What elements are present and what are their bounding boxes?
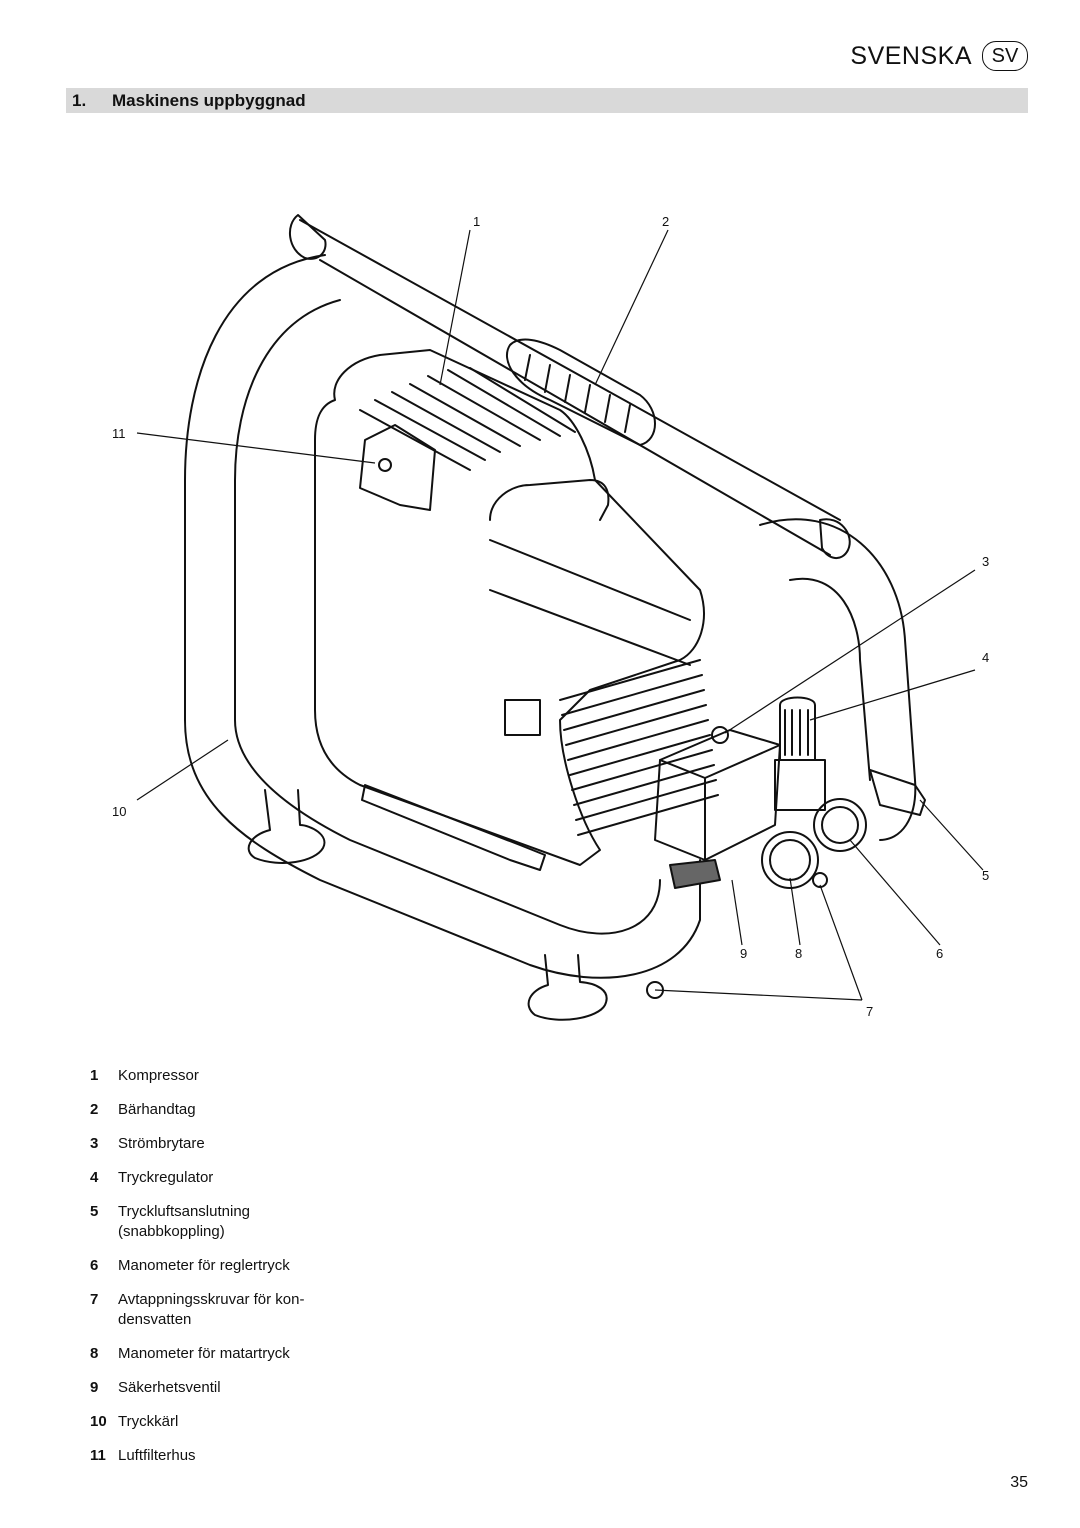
legend-item: 11 Luftfilterhus — [66, 1446, 386, 1466]
legend-item: 6 Manometer för reglertryck — [66, 1256, 386, 1276]
legend-item: 9 Säkerhetsventil — [66, 1378, 386, 1398]
legend-text: Manometer för matartryck — [118, 1345, 290, 1362]
callout-2: 2 — [662, 214, 669, 229]
language-indicator: SVENSKA SV — [850, 40, 1028, 72]
legend-number: 11 — [90, 1447, 106, 1464]
legend-text: Tryckkärl — [118, 1413, 179, 1430]
section-heading: 1. Maskinens uppbyggnad — [66, 88, 1028, 113]
legend-item: 4 Tryckregulator — [66, 1168, 386, 1188]
legend-item: 5 Tryckluftsanslutning (snabbkoppling) — [66, 1202, 386, 1242]
callout-4: 4 — [982, 650, 989, 665]
compressor-housing-icon — [314, 349, 705, 866]
section-title: Maskinens uppbyggnad — [112, 90, 306, 110]
legend-number: 5 — [90, 1203, 99, 1220]
carry-grip-icon — [505, 338, 656, 446]
callout-11: 11 — [112, 426, 126, 441]
legend-item: 1 Kompressor — [66, 1066, 386, 1086]
legend-item: 3 Strömbrytare — [66, 1134, 386, 1154]
legend-text: Strömbrytare — [118, 1135, 205, 1152]
quick-coupling-icon — [869, 769, 926, 816]
callout-7: 7 — [866, 1004, 873, 1019]
air-filter-housing-icon — [359, 424, 436, 511]
legend-number: 7 — [90, 1291, 99, 1308]
callout-3: 3 — [982, 554, 989, 569]
legend-text: Avtappningsskruvar för kon- densvatten — [118, 1291, 305, 1328]
frame-tube-icon — [184, 254, 701, 979]
callout-10: 10 — [112, 804, 126, 819]
legend-text: Manometer för reglertryck — [118, 1257, 290, 1274]
regulated-pressure-gauge-icon — [813, 798, 867, 852]
legend-number: 9 — [90, 1379, 99, 1396]
legend-number: 3 — [90, 1135, 99, 1152]
legend-text: Tryckregulator — [118, 1169, 214, 1186]
callout-8: 8 — [795, 946, 802, 961]
legend-number: 1 — [90, 1067, 99, 1084]
foot-right-icon — [527, 954, 608, 1021]
pressure-regulator-icon — [779, 696, 816, 761]
legend-text: Tryckluftsanslutning (snabbkoppling) — [118, 1203, 250, 1240]
legend-text: Kompressor — [118, 1067, 199, 1084]
legend-number: 4 — [90, 1169, 99, 1186]
language-label: SVENSKA — [850, 41, 972, 70]
legend-item: 2 Bärhandtag — [66, 1100, 386, 1120]
callout-6: 6 — [936, 946, 943, 961]
legend-item: 10 Tryckkärl — [66, 1412, 386, 1432]
callout-5: 5 — [982, 868, 989, 883]
legend-item: 8 Manometer för matartryck — [66, 1344, 386, 1364]
legend-number: 10 — [90, 1413, 107, 1430]
callout-1: 1 — [473, 214, 480, 229]
supply-pressure-gauge-icon — [761, 831, 819, 889]
legend-number: 8 — [90, 1345, 99, 1362]
foot-left-icon — [247, 789, 326, 864]
legend-text: Bärhandtag — [118, 1101, 196, 1118]
safety-valve-icon — [669, 859, 721, 889]
callout-9: 9 — [740, 946, 747, 961]
legend-text: Säkerhetsventil — [118, 1379, 221, 1396]
language-code-badge: SV — [982, 41, 1028, 71]
legend-text: Luftfilterhus — [118, 1447, 196, 1464]
page-number: 35 — [1010, 1474, 1028, 1491]
legend-number: 6 — [90, 1257, 99, 1274]
legend-number: 2 — [90, 1101, 99, 1118]
parts-legend: 1 Kompressor 2 Bärhandtag 3 Strömbrytare… — [66, 1066, 386, 1480]
section-number: 1. — [72, 90, 87, 110]
legend-item: 7 Avtappningsskruvar för kon- densvatten — [66, 1290, 386, 1330]
